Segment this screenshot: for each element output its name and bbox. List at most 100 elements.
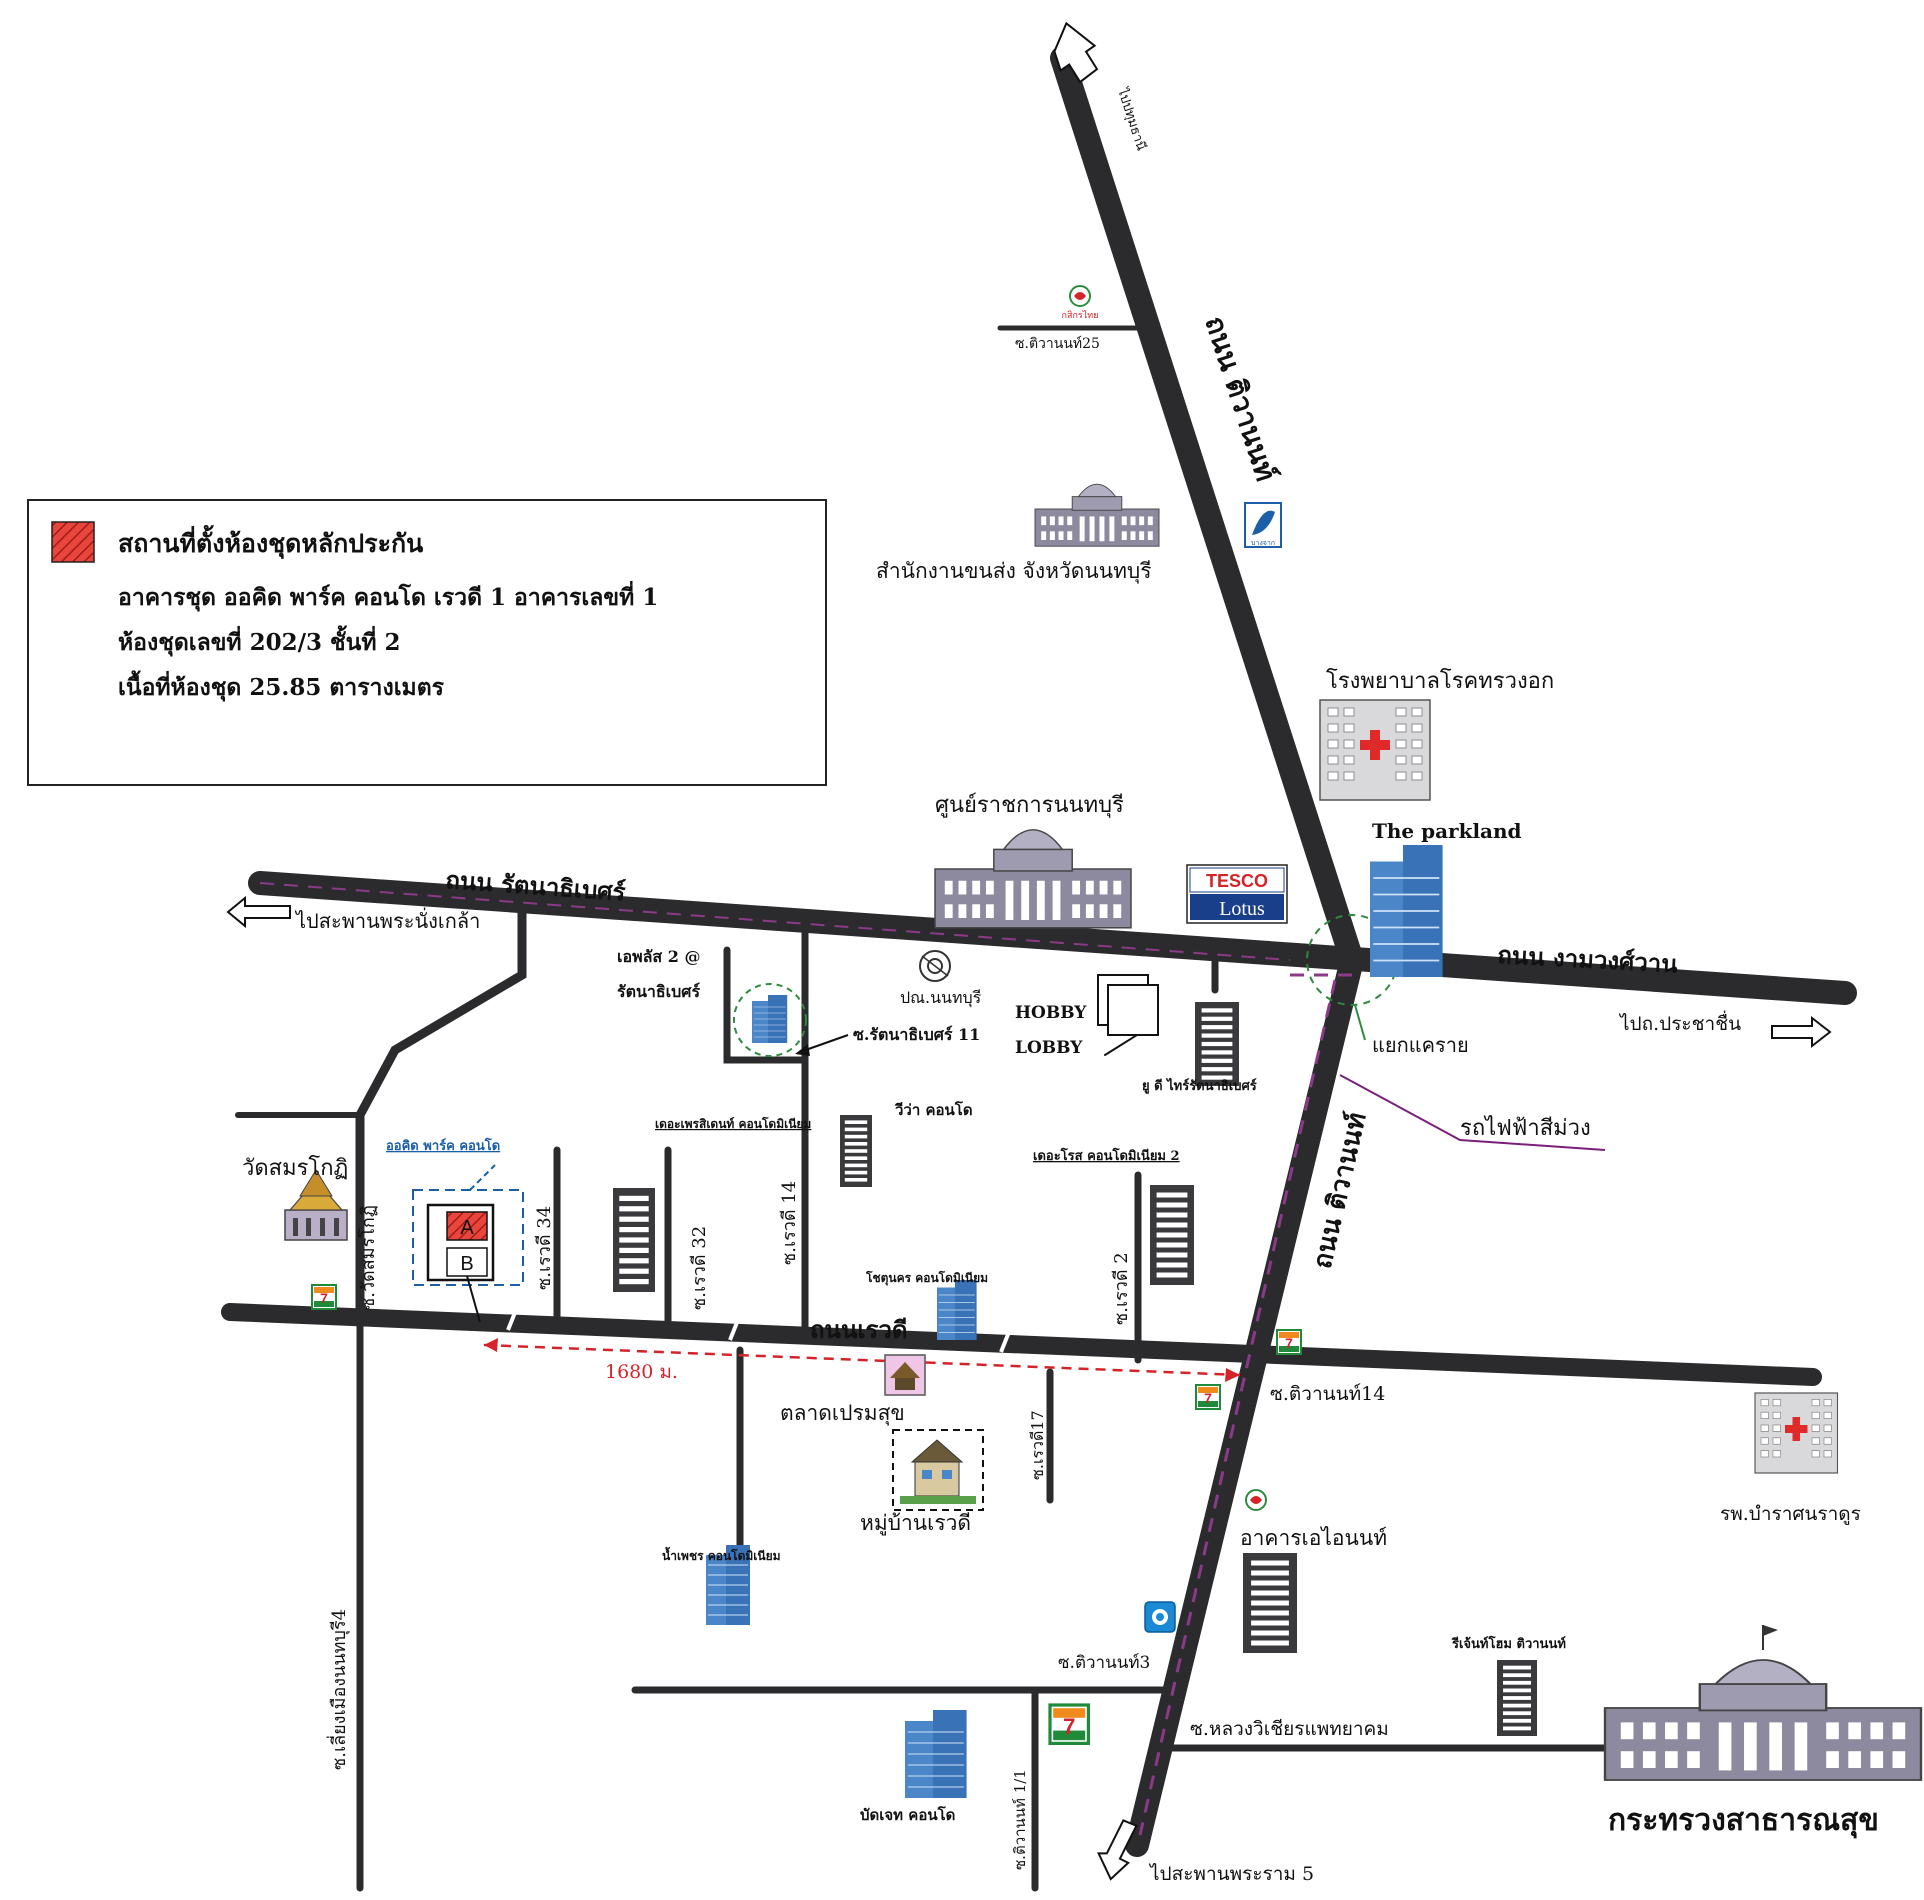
label-soi-luang-wichian: ซ.หลวงวิเชียรแพทยาคม <box>1190 1718 1389 1740</box>
svg-text:กสิกรไทย: กสิกรไทย <box>1062 310 1099 321</box>
road-aplus-loop <box>723 946 789 1064</box>
arrow-west-icon <box>226 895 291 929</box>
seven-eleven-icon <box>311 1284 337 1310</box>
bamrat-hospital-icon <box>1754 1392 1839 1474</box>
orchid-park-site: A B <box>412 1164 524 1323</box>
label-soi-tiwanon25: ซ.ติวานนท์25 <box>1015 335 1100 352</box>
label-regent-home: รีเจ้นท์โฮม ติวานนท์ <box>1451 1635 1566 1652</box>
unit-a-highlight <box>446 1211 488 1241</box>
label-soi-rewadee14: ซ.เรวดี 14 <box>779 1181 800 1265</box>
label-to-pathum: ไปปทุมธานี <box>1114 85 1149 152</box>
svg-text:TESCO: TESCO <box>1206 871 1268 891</box>
label-tiwanon-north: ถนน ติวานนท์ <box>1198 312 1282 485</box>
distance-line <box>483 1338 1241 1382</box>
khae-rai-pointer <box>1354 1004 1366 1041</box>
label-rewadee: ถนนเรวดี <box>810 1315 908 1344</box>
temple-icon <box>284 1169 348 1241</box>
label-soi-rewadee2: ซ.เรวดี 2 <box>1111 1252 1132 1325</box>
label-soi-wat-samon: ซ.วัดสมรโกฏิ <box>357 1205 379 1310</box>
arrow-south-icon <box>1097 1819 1138 1881</box>
label-soi-rewadee17: ซ.เรวดี17 <box>1028 1410 1047 1480</box>
label-president-condo: เดอะเพรสิเดนท์ คอนโดมิเนียม <box>655 1116 811 1131</box>
label-bamrat-hospital: รพ.บำราศนราดูร <box>1720 1503 1861 1525</box>
ud-tower-icon <box>1195 1002 1239 1086</box>
road-soi-wat-samon <box>355 905 527 1323</box>
transport-office-icon <box>1034 483 1160 547</box>
label-ministry: กระทรวงสาธารณสุข <box>1608 1803 1879 1839</box>
rose-condo-icon <box>1150 1185 1194 1285</box>
purple-line-track <box>259 882 1352 1836</box>
label-soi-rewadee32: ซ.เรวดี 32 <box>689 1226 710 1310</box>
label-government-center: ศูนย์ราชการนนทบุรี <box>935 793 1124 818</box>
government-center-icon <box>934 829 1132 929</box>
label-ud-rattanathibet: ยู ดี ไทร์รัตนาธิเบศร์ <box>1142 1077 1257 1094</box>
label-khae-rai: แยกแคราย <box>1372 1033 1469 1057</box>
arrow-east-icon <box>1771 1015 1832 1049</box>
legend-line2: ห้องชุดเลขที่ 202/3 ชั้นที่ 2 <box>118 625 401 657</box>
tesco-lotus-icon: TESCO Lotus <box>1186 864 1288 924</box>
roads <box>221 46 1857 1892</box>
hobby-lobby-icon <box>1097 974 1159 1036</box>
road-break-markers <box>506 1299 1015 1353</box>
label-post-office: ปณ.นนทบุรี <box>900 988 982 1008</box>
label-aplus2-a: เอพลัส 2 @ <box>617 947 700 966</box>
road-tiwanon-north <box>1050 46 1364 972</box>
label-rose-condo: เดอะโรส คอนโดมิเนียม 2 <box>1033 1147 1180 1164</box>
label-to-rama5: ไปสะพานพระราม 5 <box>1148 1863 1314 1885</box>
bangchak-icon: บางจาก <box>1244 502 1282 548</box>
i-non-tower-icon <box>1243 1553 1297 1653</box>
label-hobby: HOBBY <box>1015 1003 1087 1023</box>
purple-line-pointer <box>1339 1074 1606 1151</box>
label-to-phra-nangklao: ไปสะพานพระนั่งเกล้า <box>294 907 480 933</box>
seven-eleven-icon <box>1195 1384 1221 1410</box>
svg-text:บางจาก: บางจาก <box>1251 539 1275 547</box>
label-viva-condo: วีว่า คอนโด <box>894 1100 972 1119</box>
kbank-icon <box>1245 1489 1267 1511</box>
label-budget-condo: บัดเจท คอนโด <box>860 1805 955 1824</box>
president-condo-icon <box>613 1188 655 1292</box>
chest-hospital-icon <box>1319 699 1431 801</box>
legend-box: สถานที่ตั้งห้องชุดหลักประกัน อาคารชุด ออ… <box>27 499 827 786</box>
label-namphet-condo: น้ำเพชร คอนโดมิเนียม <box>662 1546 781 1563</box>
label-prem-market: ตลาดเปรมสุข <box>780 1401 905 1426</box>
legend-swatch <box>51 521 95 563</box>
label-soi-tiwanon1-1: ซ.ติวานนท์ 1/1 <box>1011 1769 1029 1870</box>
road-rattanathibet <box>248 871 1857 1005</box>
viva-condo-icon <box>840 1115 872 1187</box>
prem-market-icon <box>884 1354 926 1396</box>
regent-home-icon <box>1497 1660 1537 1736</box>
label-to-prachachuen: ไปถ.ประชาชื่น <box>1618 1010 1741 1035</box>
label-chest-hospital: โรงพยาบาลโรคทรวงอก <box>1326 668 1554 694</box>
label-supalai-condo: โชตุนคร คอนโดมิเนียม <box>865 1270 988 1286</box>
label-soi-tiwanon3: ซ.ติวานนท์3 <box>1058 1653 1150 1673</box>
legend-line1: อาคารชุด ออคิด พาร์ค คอนโด เรวดี 1 อาคาร… <box>118 580 658 612</box>
arrow-north-icon <box>1053 21 1099 84</box>
seven-eleven-icon <box>1276 1329 1302 1355</box>
budget-condo-icon <box>904 1709 968 1799</box>
label-soi-rewadee34: ซ.เรวดี 34 <box>534 1206 555 1290</box>
label-lobby: LOBBY <box>1015 1038 1083 1058</box>
parkland-icon <box>1369 844 1444 978</box>
village-house-icon <box>892 1429 984 1511</box>
label-parkland: The parkland <box>1372 819 1522 843</box>
supalai-condo-icon <box>936 1279 978 1341</box>
label-orchid-park: ออคิด พาร์ค คอนโด <box>386 1137 500 1154</box>
label-rewadee-village: หมู่บ้านเรวดี <box>860 1511 971 1536</box>
ministry-building-icon <box>1603 1658 1923 1782</box>
legend-line3: เนื้อที่ห้องชุด 25.85 ตารางเมตร <box>118 670 445 702</box>
label-purple-line: รถไฟฟ้าสีม่วง <box>1460 1115 1591 1141</box>
legend-title: สถานที่ตั้งห้องชุดหลักประกัน <box>118 524 423 560</box>
label-transport-office: สำนักงานขนส่ง จังหวัดนนทบุรี <box>876 559 1152 584</box>
label-i-non-building: อาคารเอไอนนท์ <box>1240 1526 1387 1550</box>
post-office-icon <box>919 950 951 982</box>
direction-arrows <box>226 21 1832 1881</box>
krungthai-icon <box>1144 1601 1176 1633</box>
label-wat-samon: วัดสมรโกฏิ <box>242 1155 348 1181</box>
label-soi-rattanathibet11: ซ.รัตนาธิเบศร์ 11 <box>853 1025 980 1044</box>
aplus2-icon <box>733 983 807 1057</box>
svg-text:A: A <box>460 1217 474 1239</box>
label-soi-tiwanon14: ซ.ติวานนท์14 <box>1270 1383 1385 1405</box>
svg-text:Lotus: Lotus <box>1219 898 1265 920</box>
